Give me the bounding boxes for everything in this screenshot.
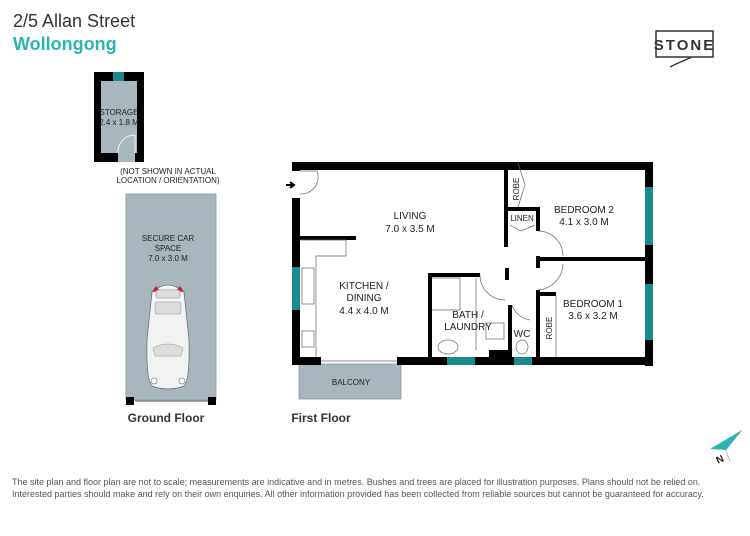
doors-fixtures <box>299 162 564 362</box>
car-space: SECURE CAR SPACE 7.0 x 3.0 M <box>125 193 217 405</box>
living-label: LIVING <box>394 211 427 222</box>
storage-room: STORAGE 2.4 x 1.8 M <box>94 72 144 162</box>
property-suburb: Wollongong <box>13 34 117 54</box>
balcony-label: BALCONY <box>332 378 371 387</box>
wc-label: WC <box>514 329 531 340</box>
location-note: (NOT SHOWN IN ACTUAL <box>120 167 216 176</box>
bedroom2-size: 4.1 x 3.0 M <box>559 217 608 228</box>
linen-label: LINEN <box>510 214 534 223</box>
walls <box>292 162 653 366</box>
robe-label: ROBE <box>512 178 521 201</box>
bath-label: LAUNDRY <box>444 322 492 333</box>
disclaimer: The site plan and floor plan are not to … <box>12 477 704 499</box>
robe-label: ROBE <box>545 317 554 340</box>
living-size: 7.0 x 3.5 M <box>385 224 434 235</box>
kitchen-label: DINING <box>347 293 382 304</box>
kitchen-size: 4.4 x 4.0 M <box>339 306 388 317</box>
car-icon <box>146 284 190 390</box>
window <box>113 72 124 81</box>
compass-label: N <box>715 454 726 467</box>
bedroom1-size: 3.6 x 3.2 M <box>568 311 617 322</box>
entry-arrow-icon <box>286 181 296 189</box>
property-address: 2/5 Allan Street <box>13 11 136 31</box>
first-floor-title: First Floor <box>291 411 351 425</box>
location-note: LOCATION / ORIENTATION) <box>116 176 219 185</box>
balcony <box>298 363 402 400</box>
stone-logo: STONE <box>654 30 715 68</box>
car-space-label: SPACE <box>155 244 182 253</box>
bedroom1-label: BEDROOM 1 <box>563 299 623 310</box>
north-compass-icon: N <box>710 429 743 467</box>
windows <box>292 187 653 365</box>
svg-text:STONE: STONE <box>654 37 715 54</box>
bath-label: BATH / <box>452 310 484 321</box>
ground-floor-title: Ground Floor <box>128 411 205 425</box>
car-space-size: 7.0 x 3.0 M <box>148 254 188 263</box>
storage-label: STORAGE <box>100 108 139 117</box>
first-floor: LIVING 7.0 x 3.5 M KITCHEN / DINING 4.4 … <box>286 162 653 400</box>
storage-size: 2.4 x 1.8 M <box>99 118 139 127</box>
car-space-label: SECURE CAR <box>142 234 195 243</box>
bedroom2-label: BEDROOM 2 <box>554 205 614 216</box>
kitchen-label: KITCHEN / <box>339 281 389 292</box>
